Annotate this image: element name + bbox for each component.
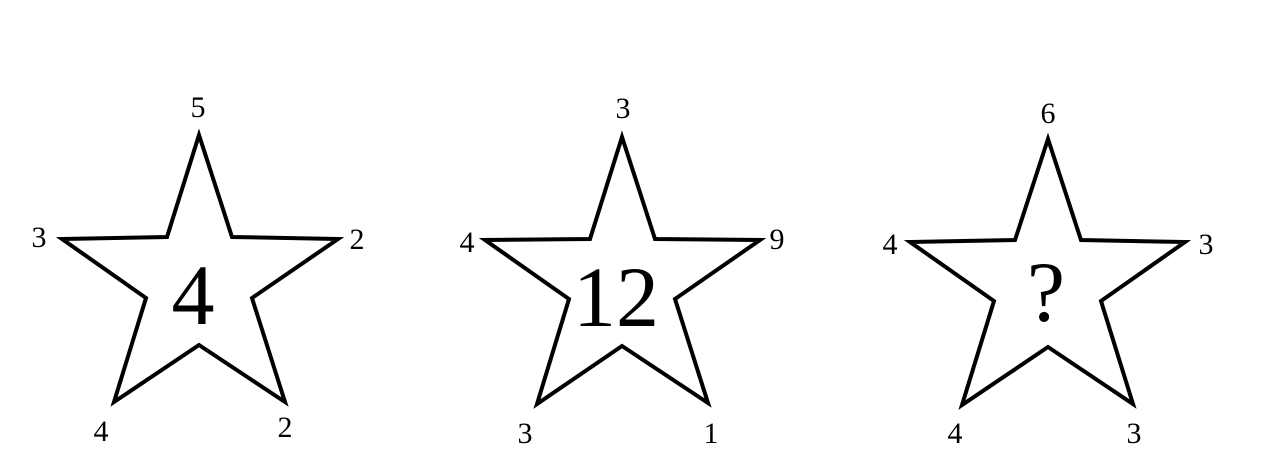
star-3-outline: [903, 132, 1192, 410]
star-2: 3 4 9 3 1 12: [460, 92, 785, 450]
star-2-right-number: 9: [770, 223, 785, 256]
star-2-outline: [478, 130, 767, 409]
star-1-bottom-right-number: 2: [278, 411, 293, 444]
star-1-outline: [55, 128, 345, 407]
star-1-bottom-left-number: 4: [94, 415, 109, 448]
star-1-top-number: 5: [191, 91, 206, 124]
star-3-right-number: 3: [1199, 228, 1214, 261]
star-1-left-number: 3: [32, 221, 47, 254]
star-3: 6 4 3 4 3 ?: [883, 97, 1214, 450]
star-3-bottom-left-number: 4: [948, 417, 963, 450]
star-3-top-number: 6: [1041, 97, 1056, 130]
star-1-right-number: 2: [350, 223, 365, 256]
star-3-center-question-mark: ?: [1027, 244, 1065, 340]
star-2-center-number: 12: [573, 249, 659, 345]
star-2-bottom-left-number: 3: [518, 417, 533, 450]
star-1-center-number: 4: [172, 247, 215, 343]
star-2-bottom-right-number: 1: [704, 417, 719, 450]
star-2-left-number: 4: [460, 226, 475, 259]
star-1: 5 3 2 4 2 4: [32, 91, 365, 448]
star-2-top-number: 3: [616, 92, 631, 125]
star-3-bottom-right-number: 3: [1127, 417, 1142, 450]
star-3-left-number: 4: [883, 228, 898, 261]
